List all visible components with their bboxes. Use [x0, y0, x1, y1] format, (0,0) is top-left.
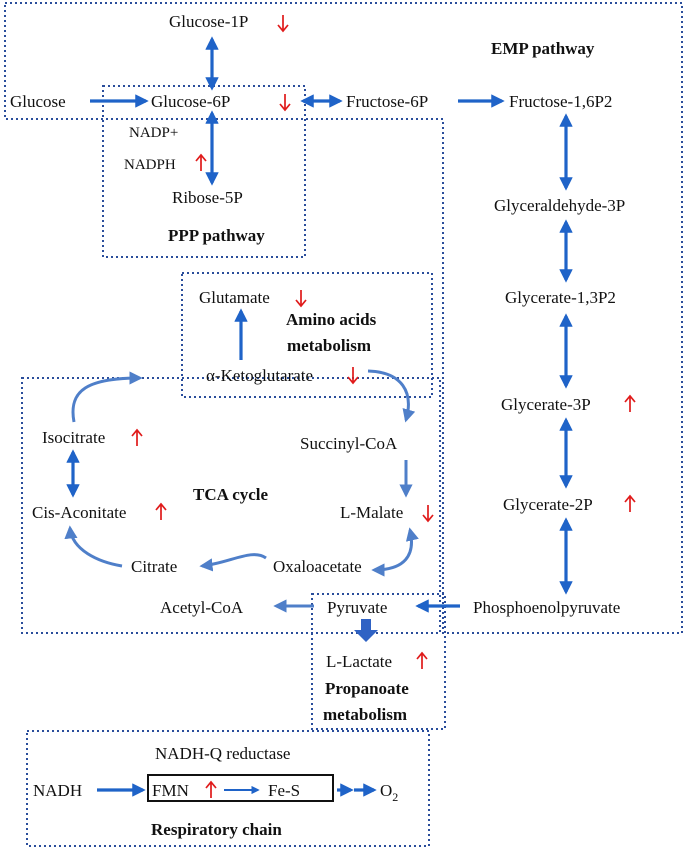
decrease-arrow-mark [279, 94, 291, 112]
node-phosphoenolpyruvate: Phosphoenolpyruvate [473, 598, 620, 617]
arrow-oxaloacetate-citrate [199, 553, 267, 572]
node-fmn: FMN [152, 781, 189, 800]
node-ribose-5p: Ribose-5P [172, 188, 243, 207]
node-fe-s: Fe-S [268, 781, 300, 800]
increase-arrow-mark [131, 428, 143, 446]
arrow-increase-icon [155, 502, 167, 520]
node-pyruvate: Pyruvate [327, 598, 387, 617]
node-citrate: Citrate [131, 557, 177, 576]
arrow-increase-icon [624, 494, 636, 512]
node-glyceraldehyde-3p: Glyceraldehyde-3P [494, 196, 625, 215]
arrow-decrease-icon [277, 15, 289, 33]
node-glutamate: Glutamate [199, 288, 270, 307]
label-propanoate-metabolism: metabolism [323, 705, 407, 724]
node-acetyl-coa: Acetyl-CoA [160, 598, 244, 617]
decrease-arrow-mark [422, 505, 434, 523]
respiratory-chain-box [26, 730, 430, 847]
arrow-akg-succinylcoa [367, 369, 416, 423]
node-glucose: Glucose [10, 92, 66, 111]
arrow-decrease-icon [279, 94, 291, 112]
arrow-citrate-cisaconitate [64, 525, 123, 568]
arrow-decrease-icon [422, 505, 434, 523]
fmn-fes-complex-box [147, 774, 334, 802]
node-isocitrate: Isocitrate [42, 428, 105, 447]
decrease-arrow-mark [277, 15, 289, 33]
arrow-increase-icon [131, 428, 143, 446]
node-nadp-plus: NADP+ [129, 125, 178, 141]
arrow-increase-icon [624, 394, 636, 412]
label-tca-cycle: TCA cycle [193, 485, 269, 504]
ppp-pathway-box [102, 85, 306, 258]
arrow-increase-icon [205, 780, 217, 798]
node-glycerate-2p: Glycerate-2P [503, 495, 593, 514]
arrow-lmalate-oxaloacetate [371, 527, 419, 577]
node-nadh: NADH [33, 781, 82, 800]
node-cis-aconitate: Cis-Aconitate [32, 503, 126, 522]
emp-pathway-box [4, 2, 683, 634]
label-amino-acids: Amino acids [286, 310, 377, 329]
tca-cycle-box [21, 377, 441, 634]
node-alpha-ketoglutarate: α-Ketoglutarate [206, 366, 313, 385]
arrow-decrease-icon [347, 367, 359, 385]
node-oxaloacetate: Oxaloacetate [273, 557, 362, 576]
increase-arrow-mark [416, 651, 428, 669]
arrow-increase-icon [195, 153, 207, 171]
node-nadph: NADPH [124, 157, 176, 173]
increase-arrow-mark [624, 394, 636, 412]
node-succinyl-coa: Succinyl-CoA [300, 434, 398, 453]
node-glycerate-3p: Glycerate-3P [501, 395, 591, 414]
arrow-decrease-icon [295, 290, 307, 308]
label-ppp-pathway: PPP pathway [168, 226, 265, 245]
node-glucose-1p: Glucose-1P [169, 12, 248, 31]
node-glycerate-13p2: Glycerate-1,3P2 [505, 288, 616, 307]
node-fructose-6p: Fructose-6P [346, 92, 428, 111]
node-nadh-q-reductase: NADH-Q reductase [155, 744, 290, 763]
label-amino-metabolism: metabolism [287, 336, 371, 355]
node-fructose-16p2: Fructose-1,6P2 [509, 92, 612, 111]
arrow-increase-icon [416, 651, 428, 669]
increase-arrow-mark [155, 502, 167, 520]
label-respiratory-chain: Respiratory chain [151, 820, 282, 839]
propanoate-box [311, 593, 446, 730]
node-l-malate: L-Malate [340, 503, 403, 522]
arrow-pyruvate-llactate [354, 619, 378, 642]
increase-arrow-mark [624, 494, 636, 512]
decrease-arrow-mark [295, 290, 307, 308]
label-propanoate: Propanoate [325, 679, 409, 698]
decrease-arrow-mark [347, 367, 359, 385]
node-glucose-6p: Glucose-6P [151, 92, 230, 111]
amino-acids-box [181, 272, 433, 398]
label-emp-pathway: EMP pathway [491, 39, 595, 58]
increase-arrow-mark [205, 780, 217, 798]
arrow-isocitrate-akg [71, 371, 143, 423]
node-l-lactate: L-Lactate [326, 652, 392, 671]
increase-arrow-mark [195, 153, 207, 171]
node-o2: O2 [380, 781, 398, 804]
